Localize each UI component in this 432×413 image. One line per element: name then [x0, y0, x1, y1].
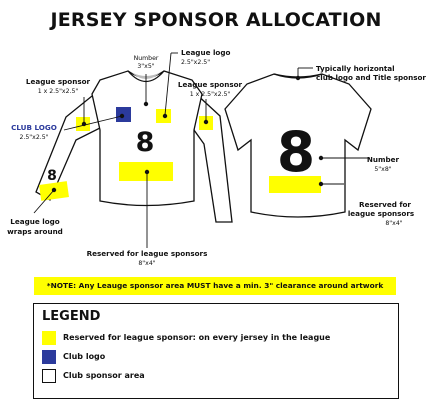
league-logo-label: League logo — [181, 48, 230, 57]
league-sponsor-left-size: 1 x 2.5"x2.5" — [38, 88, 79, 95]
back-jersey-body — [224, 73, 372, 218]
back-reserved-label-2: league sponsors — [348, 209, 414, 218]
back-top-note-1: Typically horizontal — [316, 64, 395, 73]
back-reserved-label-1: Reserved for — [359, 200, 411, 209]
legend-swatch-club-sponsor — [42, 369, 56, 383]
legend: LEGEND Reserved for league sponsor: on e… — [33, 303, 399, 399]
legend-label-reserved: Reserved for league sponsor: on every je… — [63, 333, 331, 342]
legend-label-club-sponsor: Club sponsor area — [63, 371, 145, 380]
legend-swatch-club-logo — [42, 350, 56, 364]
reserved-front-label: Reserved for league sponsors — [87, 249, 208, 258]
back-number-size: 5"x8" — [374, 166, 391, 173]
jersey-diagram: 8 8 Number 3"x5" League logo 2.5"x2.5" L… — [7, 48, 426, 267]
front-callouts — [33, 52, 209, 248]
chest-number: 8 — [136, 127, 155, 158]
back-reserved-size: 8"x4" — [385, 220, 402, 227]
club-logo-size: 2.5"x2.5" — [19, 134, 48, 141]
back-top-note-2: club logo and Title sponsor — [316, 73, 426, 82]
league-sponsor-left-label: League sponsor — [26, 77, 91, 86]
back-number: 8 — [277, 120, 315, 184]
page-title: JERSEY SPONSOR ALLOCATION — [50, 9, 382, 31]
clearance-note: *NOTE: Any Leauge sponsor area MUST have… — [34, 277, 396, 295]
legend-swatch-reserved — [42, 331, 56, 345]
sleeve-logo-label-2: wraps around — [7, 227, 63, 236]
back-callouts — [295, 67, 370, 187]
reserved-front-size: 8"x4" — [138, 260, 155, 267]
club-logo-label: CLUB LOGO — [11, 123, 57, 132]
legend-title: LEGEND — [42, 309, 101, 324]
league-sponsor-right-label: League sponsor — [178, 80, 243, 89]
sleeve-number: 8 — [47, 168, 57, 184]
front-collar-shade — [131, 72, 161, 79]
back-reserved-sponsor-box — [269, 176, 321, 193]
front-left-sleeve — [35, 90, 101, 201]
back-number-label: Number — [367, 155, 400, 164]
sleeve-logo-label-1: League logo — [10, 217, 59, 226]
number-size: 3"x5" — [137, 63, 154, 70]
league-sponsor-right-size: 1 x 2.5"x2.5" — [190, 91, 231, 98]
legend-label-club-logo: Club logo — [63, 352, 106, 361]
league-logo-size: 2.5"x2.5" — [181, 59, 210, 66]
number-label: Number — [134, 55, 159, 62]
